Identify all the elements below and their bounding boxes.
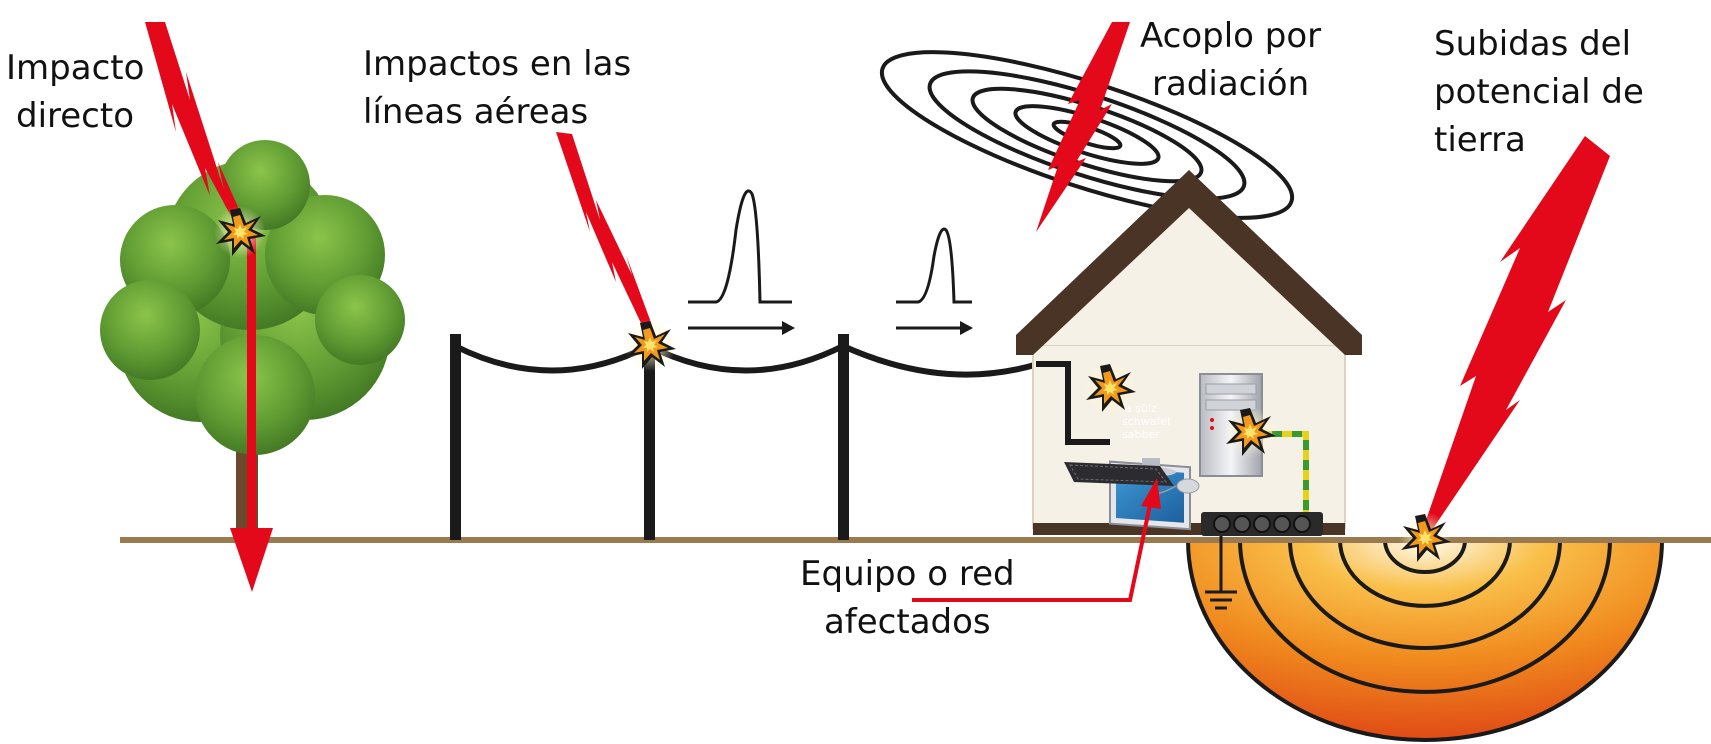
tree-spark-icon xyxy=(214,206,266,258)
power-pole-icon xyxy=(838,334,849,540)
label-affected-equipment: Equipo o red afectados xyxy=(800,554,1015,642)
radiation-lightning-bolt-icon xyxy=(1036,22,1130,232)
power-pole-icon xyxy=(644,334,655,540)
ground-spark-icon xyxy=(1399,512,1451,564)
label-radiation-coupling: Acoplo por radiación xyxy=(1140,16,1322,104)
label-ground-potential-rise: Subidas del potencial de tierra xyxy=(1434,24,1644,160)
computer-spark-icon xyxy=(1084,362,1136,414)
mouse-icon xyxy=(1176,478,1200,494)
ground-potential-rings xyxy=(1185,538,1665,742)
pulse-waveform-icon xyxy=(896,227,973,335)
overhead-power-line xyxy=(450,334,1039,540)
pulse-waveform-icon xyxy=(688,189,795,335)
power-pole-icon xyxy=(450,334,461,540)
equipotential-bar xyxy=(1201,512,1323,536)
affected-equipment-pointer xyxy=(912,499,1153,602)
ground-strike-lightning-bolt-icon xyxy=(1424,136,1610,530)
direct-strike-lightning-bolt-icon xyxy=(145,22,273,592)
label-overhead-line-strikes: Impactos en las líneas aéreas xyxy=(363,44,632,132)
server-spark-icon xyxy=(1224,406,1276,458)
screen-text-line: sabber xyxy=(1122,428,1160,441)
screen-text-line: schwafel xyxy=(1122,415,1170,428)
keyboard-icon xyxy=(1064,462,1174,486)
ground-symbol-icon xyxy=(1205,536,1237,610)
label-direct-strike: Impacto directo xyxy=(6,48,145,136)
line-spark-icon xyxy=(624,319,676,371)
line-strike-lightning-bolt-icon xyxy=(556,132,656,338)
screen-text-line: la sülz xyxy=(1122,402,1157,415)
